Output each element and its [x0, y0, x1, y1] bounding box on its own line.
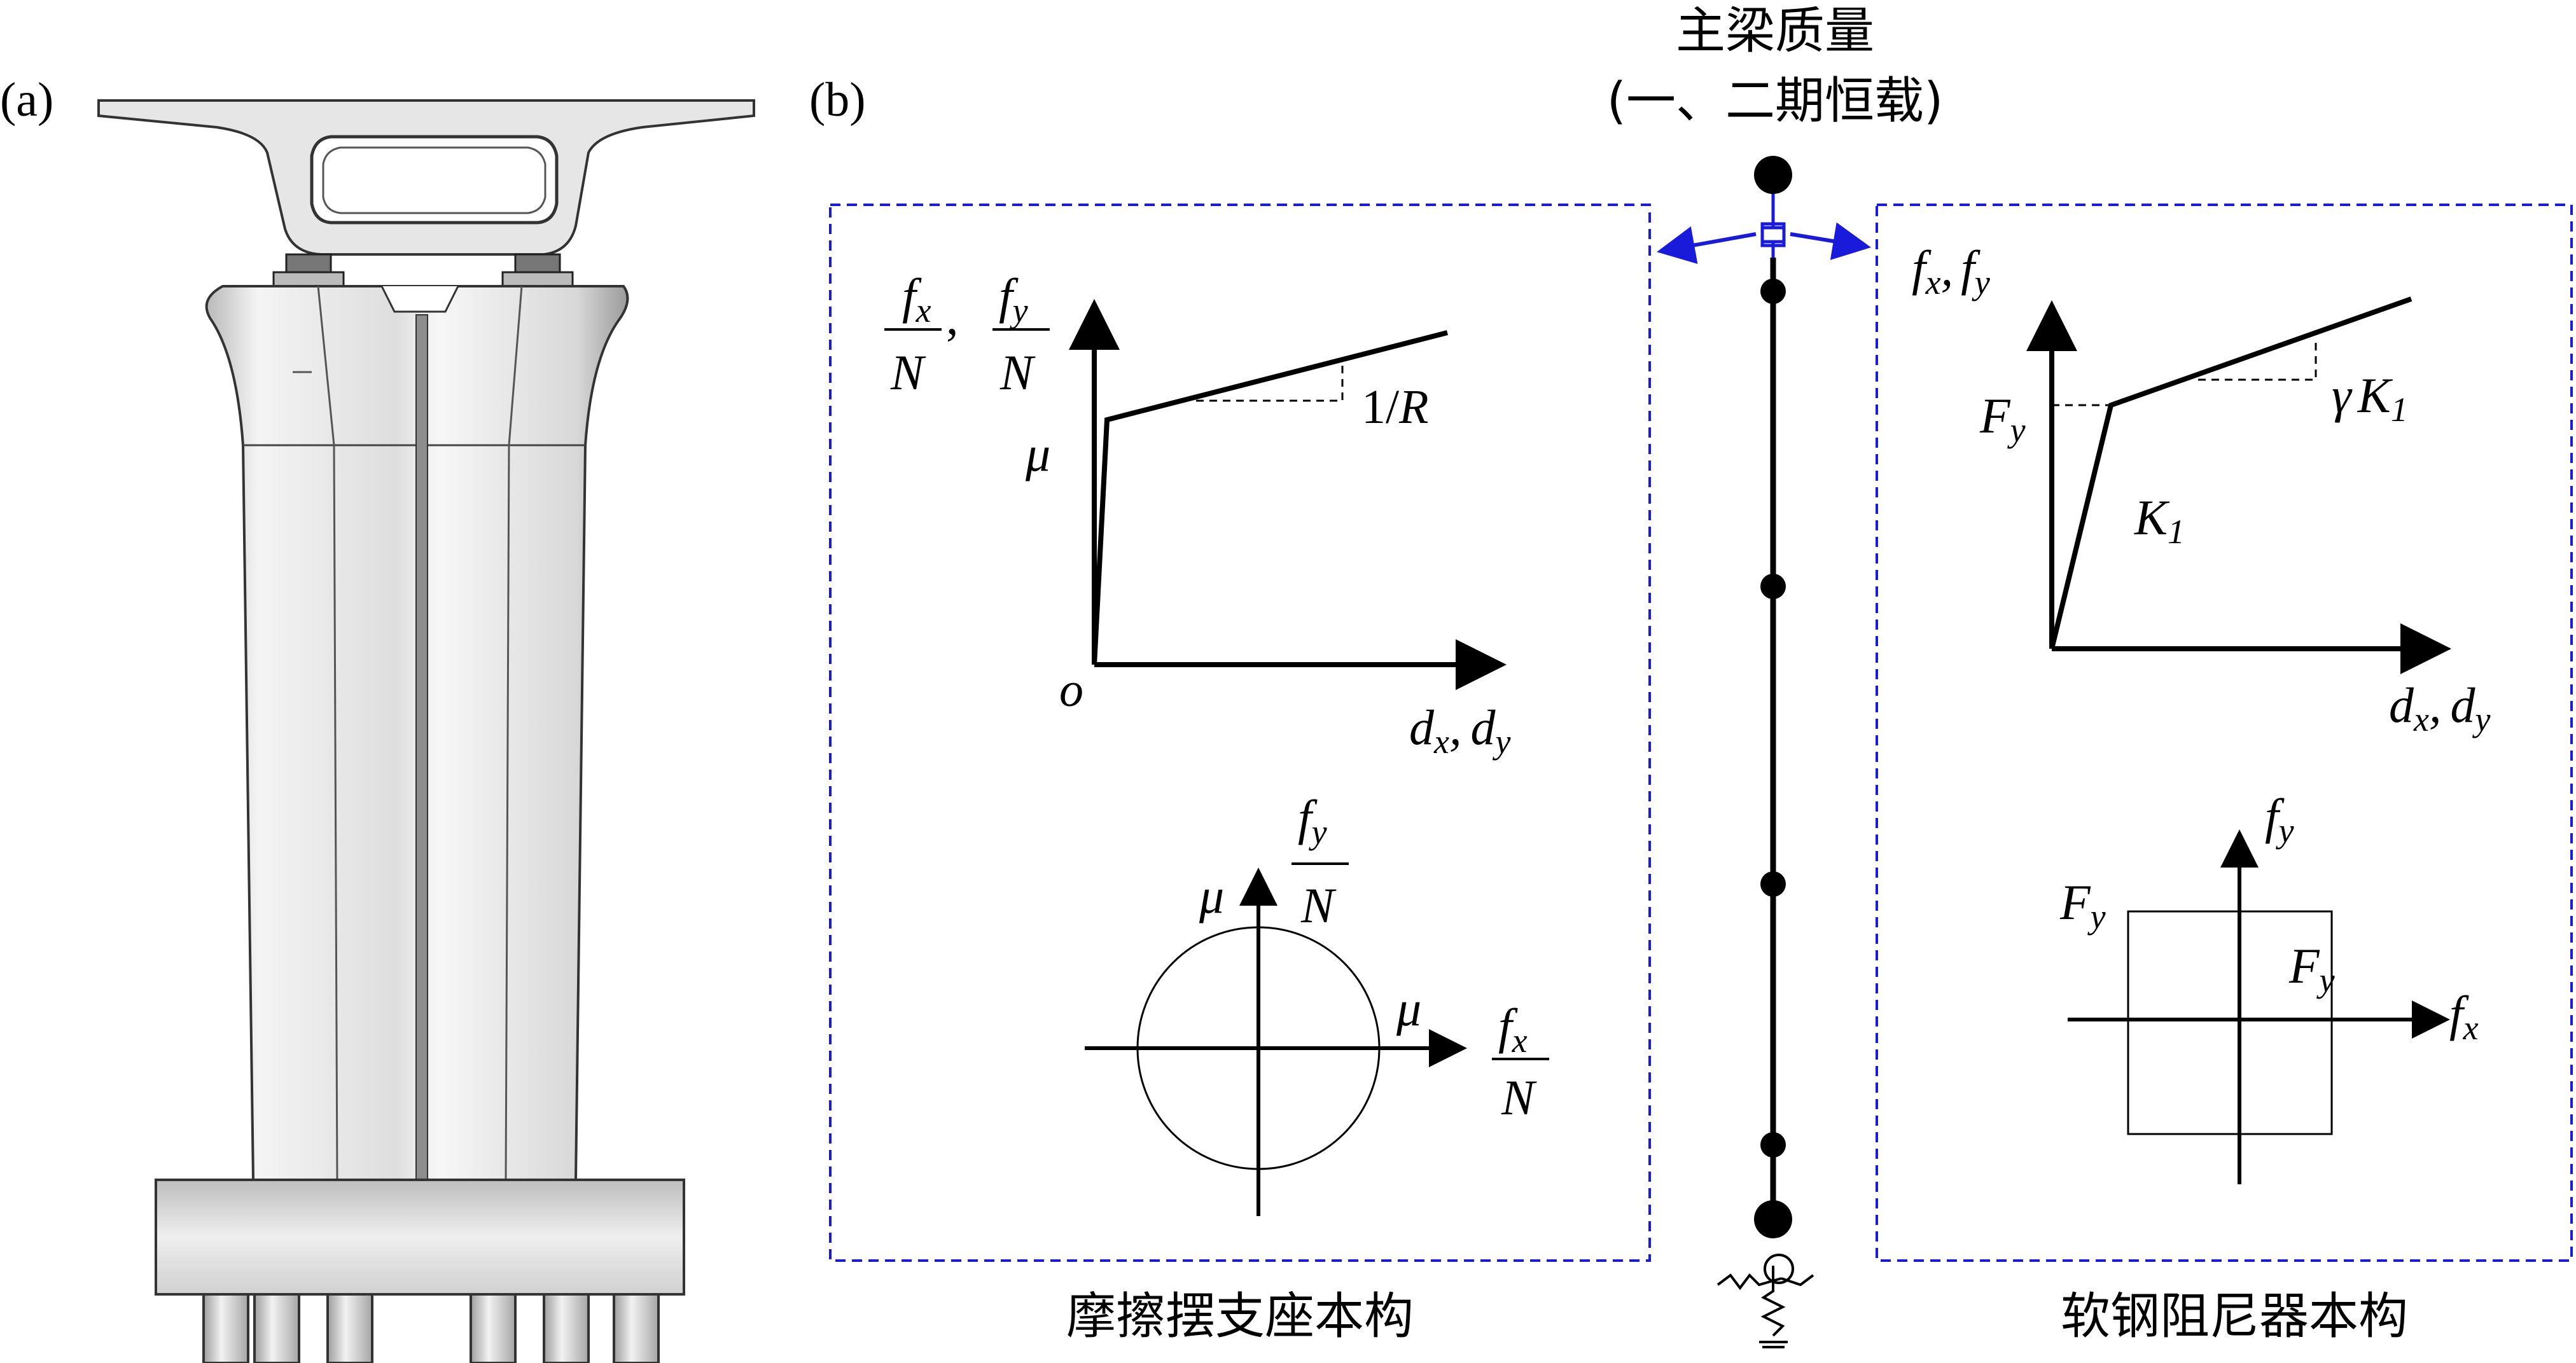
circle-fy-label: fy — [1298, 790, 1327, 851]
friction-backbone-chart: fx N , fy N μ 1/R o dx,dy — [884, 268, 1510, 761]
circle-mu-y: μ — [1199, 868, 1224, 924]
base-node — [1754, 1200, 1792, 1238]
damper-box — [1876, 204, 2573, 1262]
damper-square-chart: fy Fy Fy fx — [2059, 789, 2479, 1184]
friction-ylab-comma: , — [946, 289, 959, 345]
damper-slope-guide — [2198, 338, 2317, 381]
friction-slope-label: 1/R — [1361, 380, 1429, 434]
square-Fy-right: Fy — [2288, 938, 2335, 999]
friction-xlab: dx,dy — [1409, 700, 1510, 761]
friction-ylab-fx: fx — [902, 268, 931, 329]
pier-illustration — [97, 99, 755, 1363]
foundation-spring — [1716, 1254, 1814, 1348]
friction-ylab-n1: N — [890, 345, 926, 400]
damper-curve — [2049, 296, 2412, 649]
panel-a-label: (a) — [0, 73, 53, 127]
friction-origin-label: o — [1059, 663, 1083, 717]
arrow-to-friction — [1657, 226, 1757, 264]
circle-mu-x: μ — [1396, 981, 1421, 1036]
damper-ylab: fx,fy — [1912, 240, 1990, 301]
friction-ylab-n2: N — [999, 345, 1036, 400]
mass-subtitle: (一、二期恒载) — [1607, 73, 1944, 130]
friction-ylab-fy: fy — [999, 268, 1028, 329]
stick-model — [1657, 156, 1871, 1348]
girder-cell — [310, 135, 559, 225]
panel-a: (a) — [0, 73, 755, 1363]
circle-n2-label: N — [1501, 1070, 1537, 1125]
circle-fx-label: fx — [1498, 999, 1528, 1060]
pile-cap — [155, 1179, 685, 1296]
damper-yield-square — [2127, 910, 2333, 1135]
square-fy-label: fy — [2265, 789, 2294, 850]
panel-b: (b) 主梁质量 (一、二期恒载) — [809, 3, 2573, 1348]
friction-box — [829, 204, 1651, 1262]
bearing-left — [285, 253, 332, 273]
panel-b-label: (b) — [809, 73, 866, 127]
arrow-to-damper — [1790, 222, 1871, 260]
girder-mass-node — [1754, 156, 1792, 194]
square-fx-label: fx — [2449, 986, 2479, 1047]
friction-slope-guide — [1196, 359, 1344, 402]
mass-title: 主梁质量 — [1676, 3, 1874, 60]
friction-mu-label: μ — [1025, 426, 1050, 481]
friction-curve — [1092, 330, 1448, 665]
damper-caption: 软钢阻尼器本构 — [2061, 1288, 2408, 1345]
damper-k1-label: K1 — [2134, 490, 2185, 551]
circle-n1-label: N — [1300, 878, 1337, 933]
friction-caption: 摩擦摆支座本构 — [1066, 1288, 1414, 1345]
friction-circle-chart: μ μ fy N fx N — [1085, 790, 1549, 1216]
bearing-right — [514, 253, 561, 273]
damper-xlab: dx,dy — [2389, 677, 2490, 738]
square-Fy-left: Fy — [2059, 875, 2106, 936]
damper-fy-label: Fy — [1979, 388, 2026, 449]
piles — [202, 1293, 660, 1363]
